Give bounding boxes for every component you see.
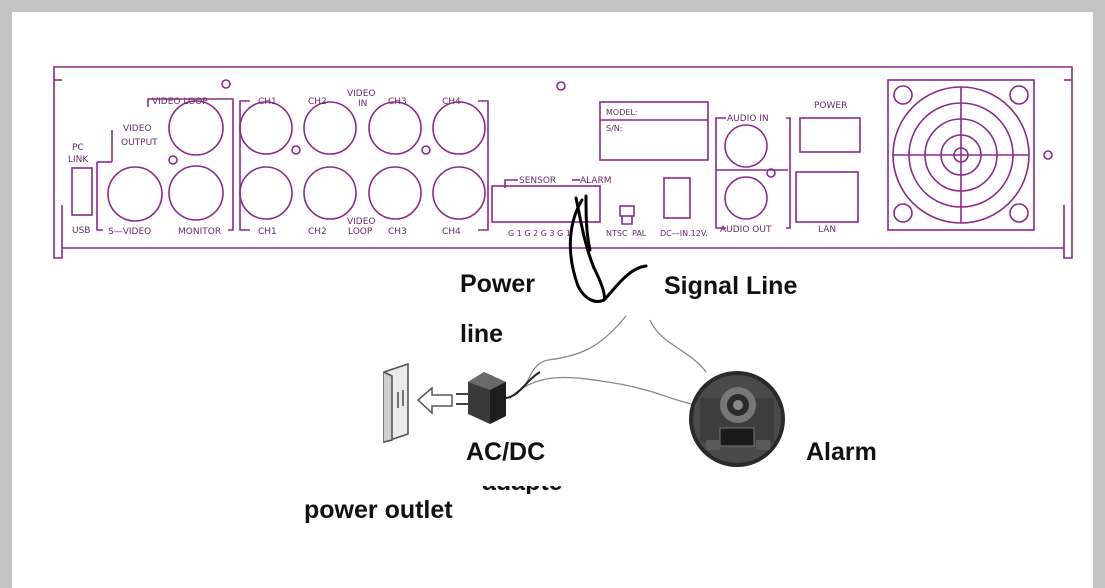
pc-link-label-2: LINK: [68, 155, 89, 165]
power-lan-section: [795, 117, 861, 223]
dc-in-label: DC—IN.12V.: [660, 229, 708, 238]
lan-label: LAN: [818, 225, 836, 235]
arrow-left-icon: [416, 386, 453, 415]
ch2-bottom-label: CH2: [308, 227, 327, 237]
alarm-port-label: ALARM: [580, 176, 612, 186]
alarm-label: Alarm: [806, 438, 877, 466]
pal-label: PAL: [632, 229, 647, 238]
mounting-holes: [168, 79, 1053, 178]
audio-section: [715, 117, 791, 229]
ac-dc-adapter-icon: [456, 371, 541, 424]
frame-left-border: [0, 0, 12, 588]
ac-dc-label: AC/DC: [466, 438, 546, 466]
ch2-top-label: CH2: [308, 97, 327, 107]
sensor-label: SENSOR: [519, 176, 556, 186]
usb-label: USB: [72, 226, 90, 236]
video-loop-bottom-label-1: VIDEO: [347, 217, 376, 227]
monitor-label: MONITOR: [178, 227, 221, 237]
channel-section: [239, 100, 489, 231]
signal-line-label: Signal Line: [664, 272, 798, 300]
wall-outlet-icon: [383, 362, 409, 444]
video-loop-label: VIDEO LOOP: [152, 97, 208, 107]
video-output-label-2: OUTPUT: [121, 138, 158, 148]
audio-in-label: AUDIO IN: [727, 114, 769, 124]
sensor-alarm-section: [491, 177, 691, 225]
power-outlet-label: power outlet: [304, 496, 453, 524]
frame-right-border: [1093, 0, 1105, 588]
model-label: MODEL:: [606, 108, 638, 117]
sensor-pins-label: G 1 G 2 G 3 G 1: [508, 229, 571, 238]
video-in-label-1: VIDEO: [347, 89, 376, 99]
sn-label: S/N:: [606, 124, 622, 133]
ntsc-label: NTSC: [606, 229, 628, 238]
audio-out-label: AUDIO OUT: [720, 225, 772, 235]
ch4-top-label: CH4: [442, 97, 461, 107]
pc-link-label-1: PC: [72, 143, 84, 153]
ch1-top-label: CH1: [258, 97, 277, 107]
ch3-top-label: CH3: [388, 97, 407, 107]
power-line-label-1: Power: [460, 270, 536, 298]
ch4-bottom-label: CH4: [442, 227, 461, 237]
video-output-section: [71, 98, 234, 231]
alarm-device-icon: [689, 371, 785, 467]
power-line-label-2: line: [460, 320, 504, 348]
video-in-label-2: IN: [358, 99, 367, 109]
fan-grille: [887, 79, 1035, 231]
model-sn-box: [599, 101, 709, 161]
connection-wires: [509, 315, 707, 405]
power-port-label: POWER: [814, 101, 847, 111]
s-video-label: S—VIDEO: [108, 227, 151, 237]
hand-drawn-wires: [568, 194, 648, 303]
ac-dc-cut-label: adapter: [482, 486, 562, 494]
ch3-bottom-label: CH3: [388, 227, 407, 237]
ch1-bottom-label: CH1: [258, 227, 277, 237]
video-output-label-1: VIDEO: [123, 124, 152, 134]
video-loop-bottom-label-2: LOOP: [348, 227, 373, 237]
frame-top-border: [0, 0, 1105, 12]
rear-panel: [53, 66, 1073, 259]
